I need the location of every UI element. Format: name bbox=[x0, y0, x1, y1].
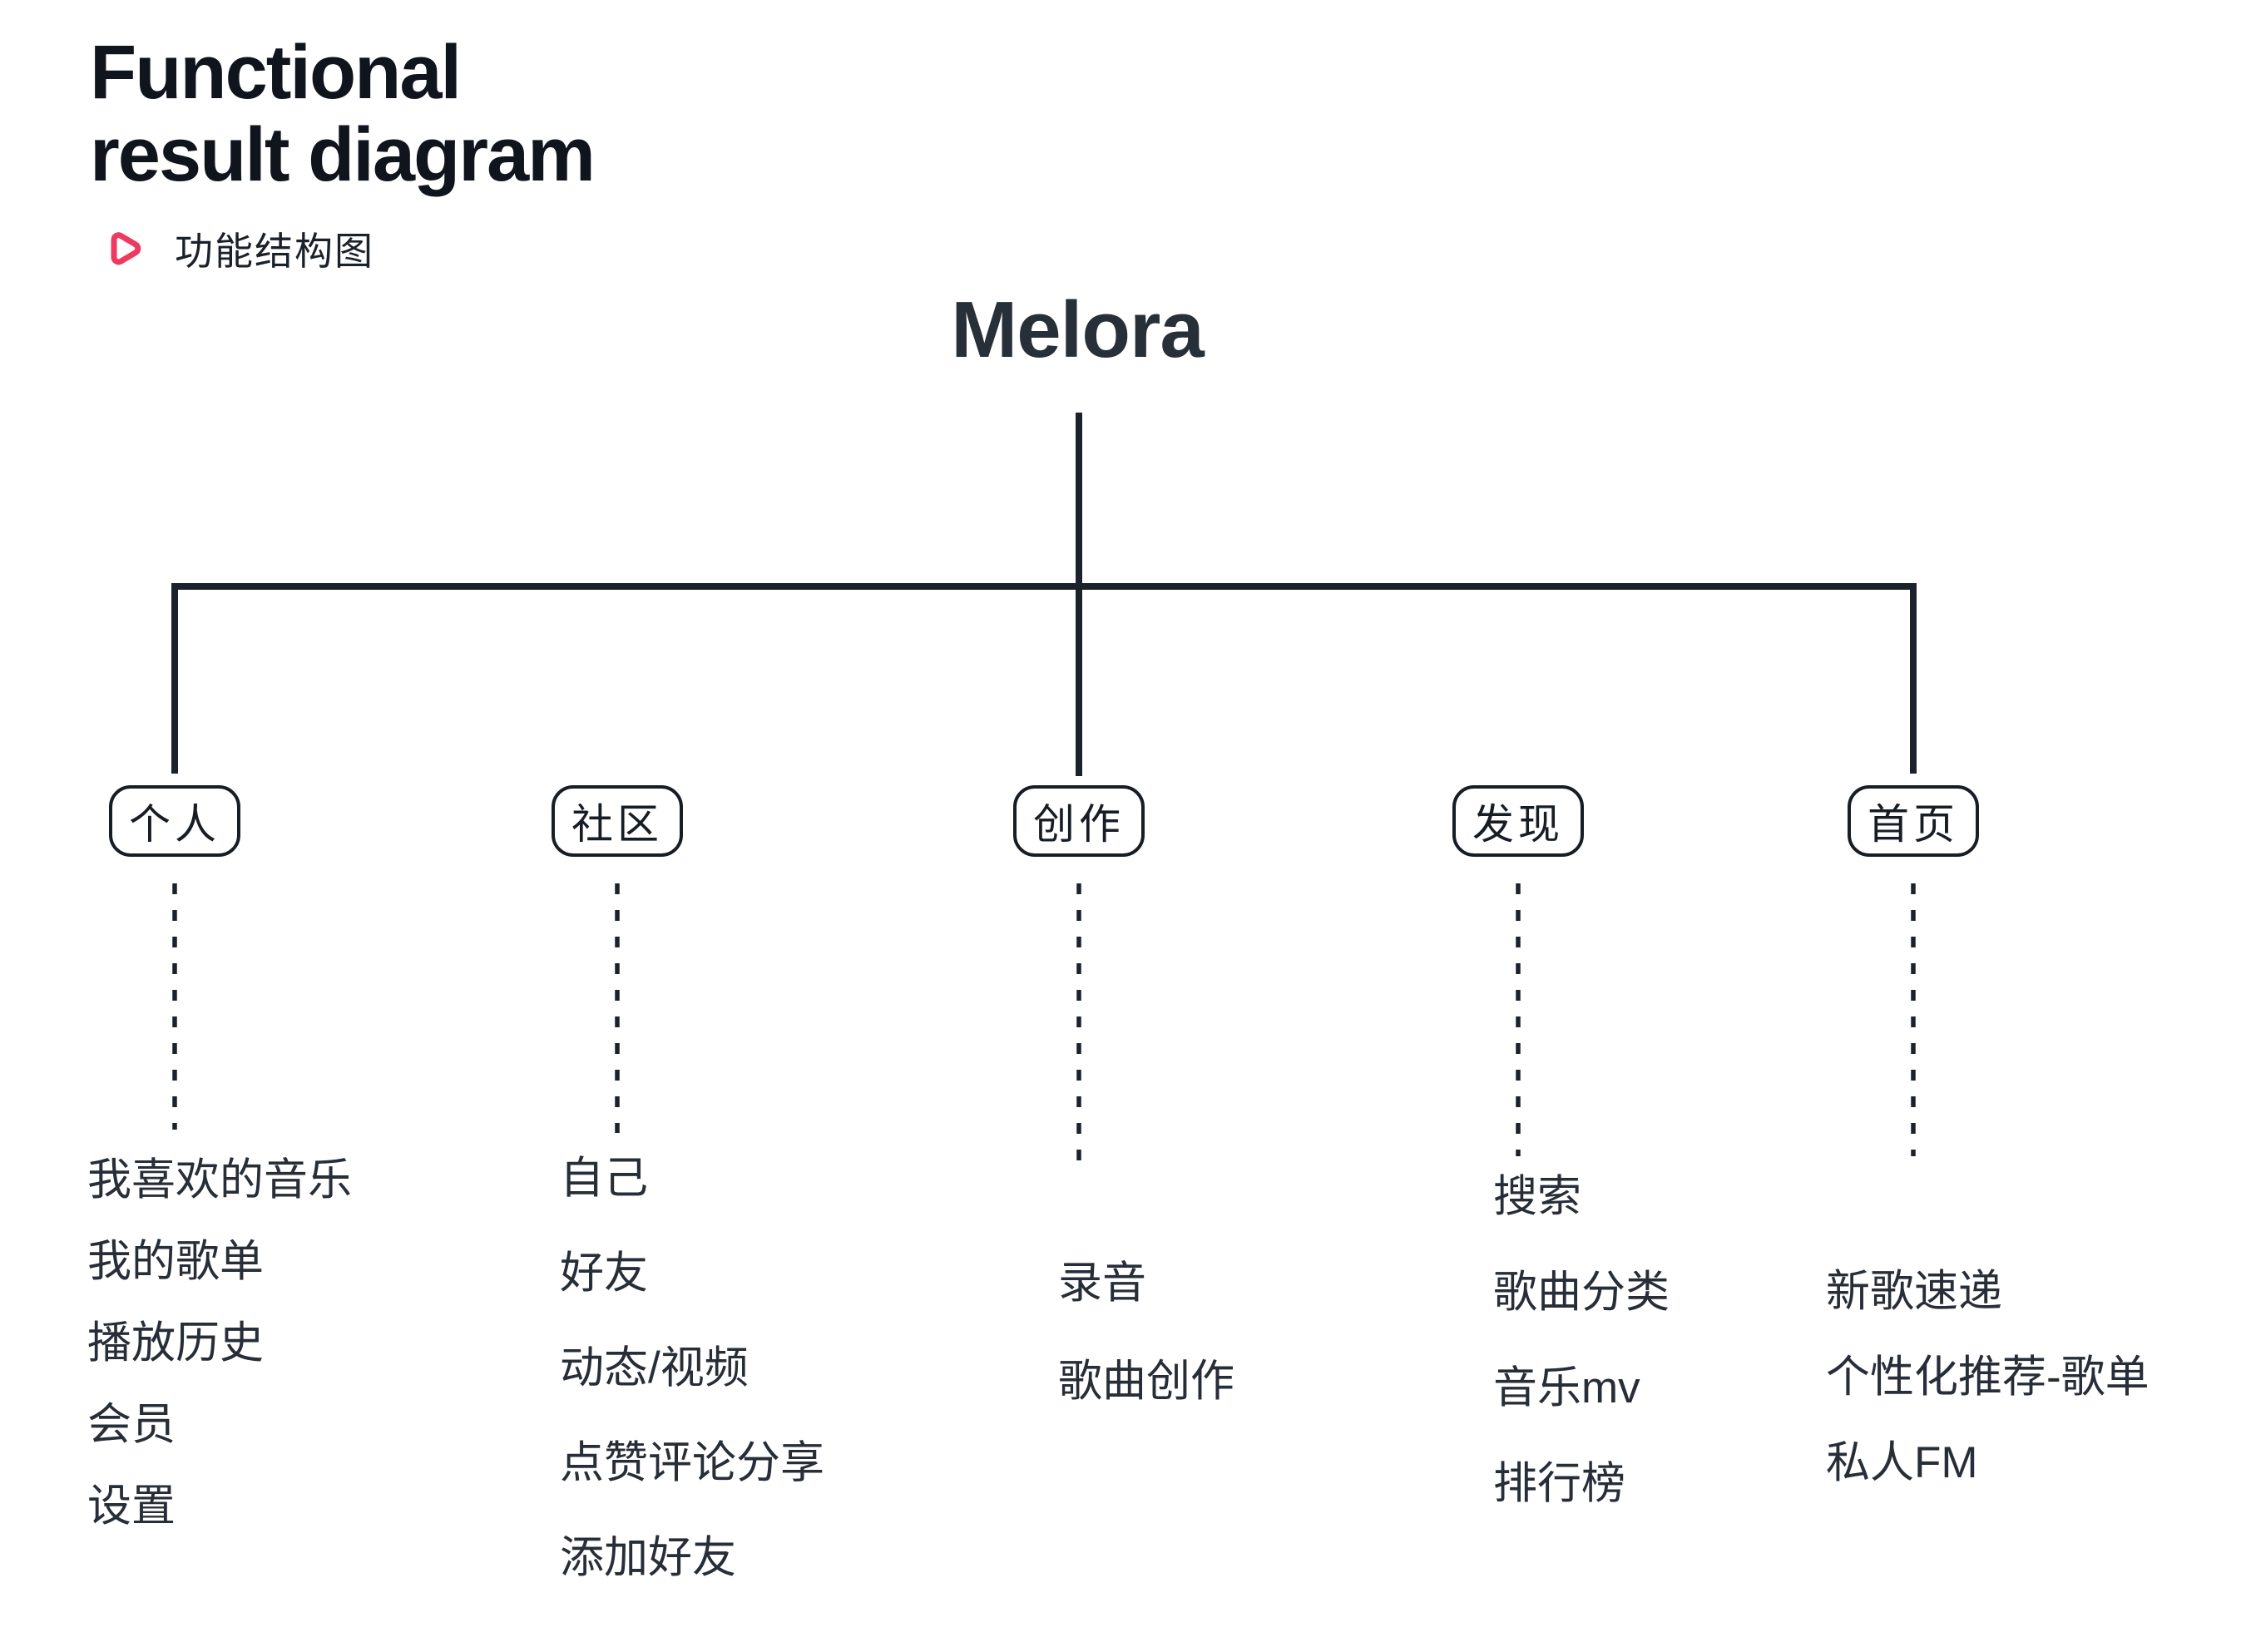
node-community-label: 社区 bbox=[571, 801, 663, 848]
node-creation: 创作 bbox=[1013, 785, 1145, 857]
tree-connector-path bbox=[171, 583, 1917, 774]
list-item: 排行榜 bbox=[1493, 1459, 1625, 1508]
node-personal-label: 个人 bbox=[129, 801, 220, 848]
list-item: 录音 bbox=[1058, 1259, 1146, 1308]
list-item: 会员 bbox=[87, 1400, 176, 1449]
list-home: 新歌速递个性化推荐-歌单私人FM bbox=[1826, 1267, 2150, 1524]
list-item: 新歌速递 bbox=[1826, 1267, 2002, 1316]
node-personal: 个人 bbox=[109, 785, 240, 857]
list-item: 自己 bbox=[560, 1154, 648, 1203]
list-item: 歌曲创作 bbox=[1058, 1357, 1234, 1406]
list-item: 搜索 bbox=[1493, 1172, 1581, 1221]
subtitle: 功能结构图 bbox=[105, 221, 374, 276]
list-item: 设置 bbox=[87, 1481, 176, 1531]
list-item: 歌曲分类 bbox=[1493, 1268, 1670, 1317]
list-creation: 录音歌曲创作 bbox=[1058, 1259, 1234, 1455]
list-personal: 我喜欢的音乐我的歌单播放历史会员设置 bbox=[87, 1155, 352, 1563]
node-discover: 发现 bbox=[1452, 785, 1584, 857]
list-item: 我的歌单 bbox=[87, 1237, 264, 1286]
list-item: 播放历史 bbox=[87, 1318, 264, 1368]
root-label: Melora bbox=[951, 285, 1204, 374]
list-discover: 搜索歌曲分类音乐mv 排行榜 bbox=[1493, 1172, 1670, 1555]
list-item: 音乐mv bbox=[1493, 1363, 1640, 1412]
node-home-label: 首页 bbox=[1868, 801, 1959, 848]
list-item: 私人FM bbox=[1826, 1438, 1978, 1487]
list-item: 个性化推荐-歌单 bbox=[1826, 1353, 2150, 1402]
play-icon bbox=[105, 224, 150, 274]
page-title: Functional result diagram bbox=[90, 30, 596, 197]
node-discover-label: 发现 bbox=[1472, 801, 1564, 848]
list-item: 动态/视频 bbox=[560, 1343, 749, 1392]
node-community: 社区 bbox=[552, 785, 683, 857]
node-home: 首页 bbox=[1848, 785, 1979, 857]
list-item: 添加好友 bbox=[560, 1533, 736, 1582]
page-title-line2: result diagram bbox=[90, 112, 596, 197]
list-item: 点赞评论分享 bbox=[560, 1438, 824, 1487]
list-item: 我喜欢的音乐 bbox=[87, 1155, 352, 1204]
subtitle-label: 功能结构图 bbox=[175, 230, 374, 273]
list-community: 自己好友动态/视频点赞评论分享添加好友 bbox=[560, 1154, 824, 1628]
list-item: 好友 bbox=[560, 1249, 648, 1298]
page-title-line1: Functional bbox=[90, 30, 462, 115]
node-creation-label: 创作 bbox=[1033, 801, 1125, 848]
